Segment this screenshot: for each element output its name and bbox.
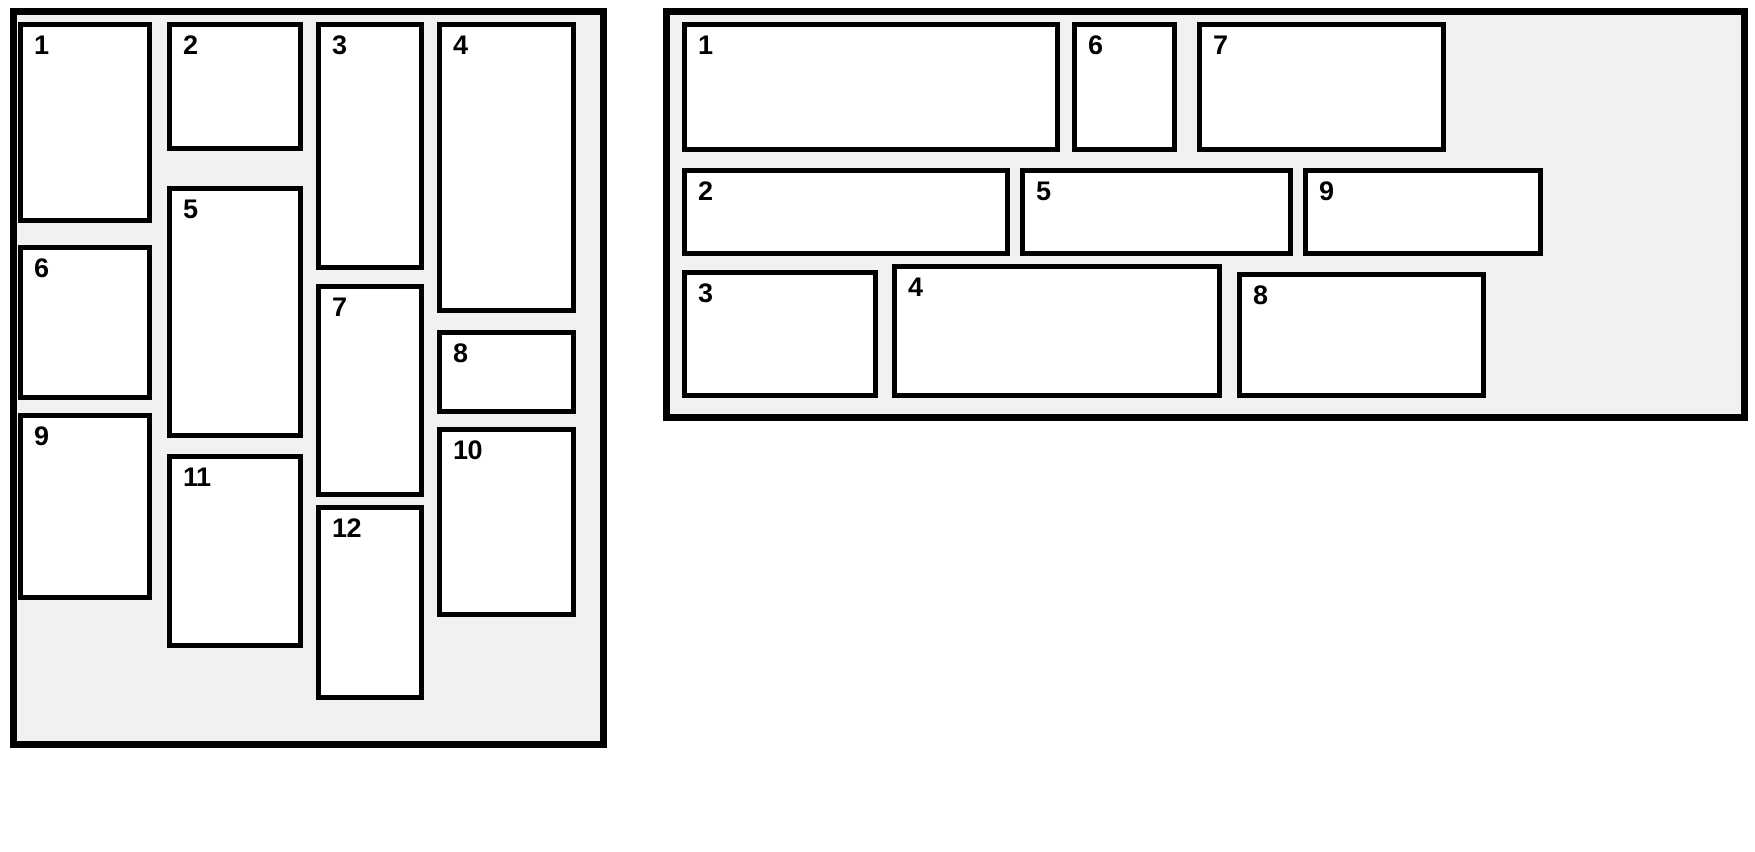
region-box[interactable]: 6 — [18, 245, 152, 400]
region-number-label: 8 — [1253, 280, 1268, 310]
region-box[interactable]: 2 — [682, 168, 1010, 256]
region-box[interactable]: 2 — [167, 22, 303, 151]
region-number-label: 1 — [698, 30, 713, 60]
region-box[interactable]: 1 — [682, 22, 1060, 152]
region-box[interactable]: 10 — [437, 427, 576, 617]
region-number-label: 6 — [1088, 30, 1103, 60]
region-box[interactable]: 9 — [1303, 168, 1543, 256]
region-number-label: 9 — [1319, 176, 1334, 206]
region-box[interactable]: 8 — [1237, 272, 1486, 398]
region-number-label: 3 — [332, 30, 347, 60]
region-box[interactable]: 6 — [1072, 22, 1177, 152]
region-box[interactable]: 9 — [18, 413, 152, 600]
region-number-label: 8 — [453, 338, 468, 368]
region-number-label: 2 — [183, 30, 198, 60]
region-box[interactable]: 3 — [682, 270, 878, 398]
region-box[interactable]: 7 — [1197, 22, 1446, 152]
region-number-label: 6 — [34, 253, 49, 283]
region-number-label: 5 — [1036, 176, 1051, 206]
region-number-label: 1 — [34, 30, 49, 60]
region-number-label: 5 — [183, 194, 198, 224]
region-box[interactable]: 11 — [167, 454, 303, 648]
region-number-label: 9 — [34, 421, 49, 451]
region-box[interactable]: 7 — [316, 284, 424, 497]
region-number-label: 7 — [332, 292, 347, 322]
region-number-label: 11 — [183, 462, 211, 492]
region-box[interactable]: 5 — [1020, 168, 1293, 256]
region-number-label: 7 — [1213, 30, 1228, 60]
region-number-label: 10 — [453, 435, 483, 465]
region-number-label: 4 — [453, 30, 468, 60]
region-number-label: 4 — [908, 272, 923, 302]
region-number-label: 2 — [698, 176, 713, 206]
region-number-label: 3 — [698, 278, 713, 308]
region-box[interactable]: 12 — [316, 505, 424, 700]
region-box[interactable]: 8 — [437, 330, 576, 414]
region-number-label: 12 — [332, 513, 362, 543]
region-box[interactable]: 5 — [167, 186, 303, 438]
region-box[interactable]: 4 — [892, 264, 1222, 398]
region-box[interactable]: 1 — [18, 22, 152, 223]
region-box[interactable]: 4 — [437, 22, 576, 313]
region-box[interactable]: 3 — [316, 22, 424, 270]
